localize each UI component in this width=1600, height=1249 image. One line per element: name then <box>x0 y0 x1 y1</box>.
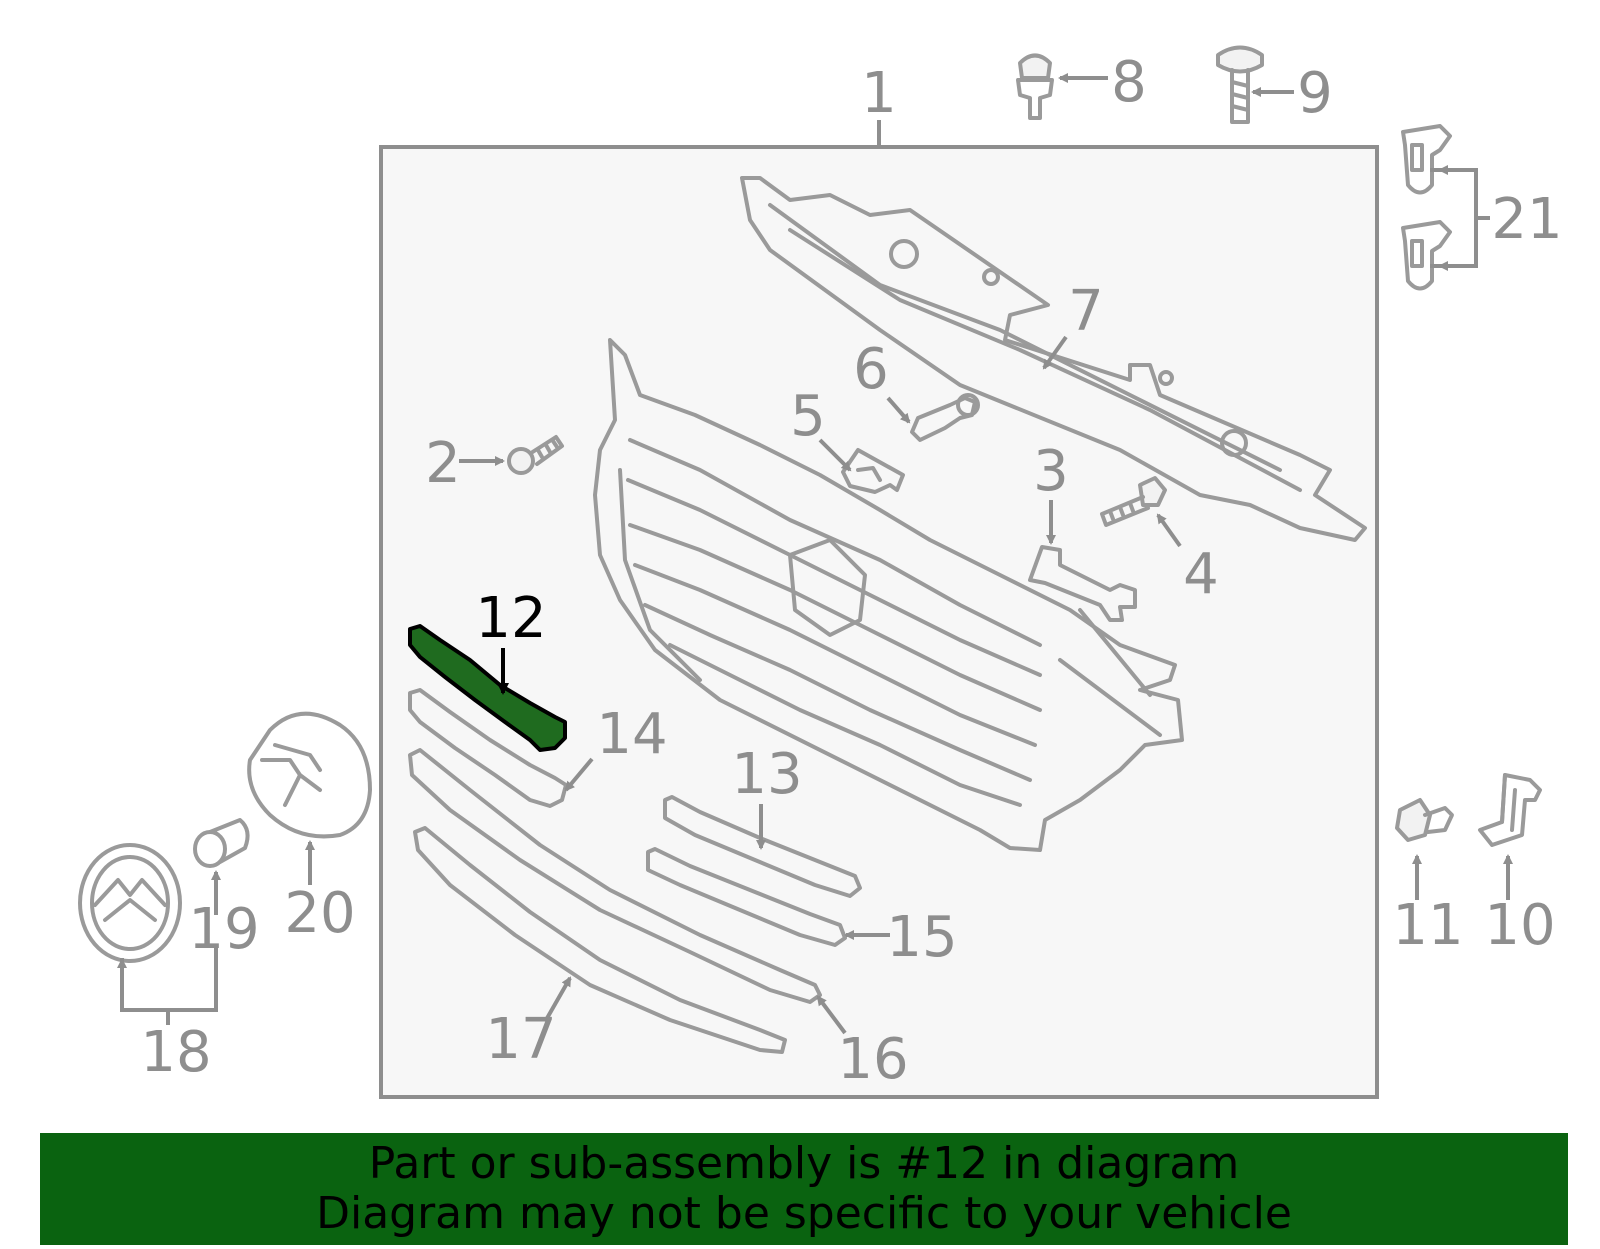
assembly-frame <box>379 145 1379 1099</box>
part-5-clip[interactable] <box>818 438 905 494</box>
label-14: 14 <box>596 702 667 767</box>
label-1: 1 <box>861 61 897 126</box>
part-info-banner: Part or sub-assembly is #12 in diagram D… <box>40 1133 1568 1245</box>
label-11: 11 <box>1392 893 1463 958</box>
part-6-push-pin[interactable] <box>886 393 980 442</box>
label-21: 21 <box>1491 187 1562 252</box>
banner-line-disclaimer: Diagram may not be specific to your vehi… <box>316 1188 1292 1239</box>
part-19-grommet[interactable] <box>193 818 250 915</box>
part-7-upper-shield[interactable] <box>740 176 1367 542</box>
label-18: 18 <box>140 1020 211 1085</box>
part-20-emblem-base[interactable] <box>247 711 372 885</box>
part-10-bracket[interactable] <box>1478 773 1542 900</box>
label-3: 3 <box>1033 439 1069 504</box>
part-16-molding[interactable] <box>408 748 847 1035</box>
label-19: 19 <box>188 897 259 962</box>
label-10: 10 <box>1484 893 1555 958</box>
part-3-bracket[interactable] <box>1028 500 1137 622</box>
part-12-shape[interactable] <box>408 624 567 752</box>
label-2: 2 <box>425 431 461 496</box>
label-4: 4 <box>1183 542 1219 607</box>
part-17-molding[interactable] <box>413 826 787 1054</box>
part-11-clip[interactable] <box>1395 798 1454 900</box>
label-9: 9 <box>1297 61 1333 126</box>
part-12-molding[interactable] <box>408 624 567 752</box>
label-13: 13 <box>731 742 802 807</box>
part-21-retainers[interactable] <box>1401 124 1490 291</box>
part-18-emblem[interactable] <box>78 843 218 1025</box>
part-14-molding[interactable] <box>408 688 594 808</box>
part-2-screw[interactable] <box>459 435 564 475</box>
part-4-bolt[interactable] <box>1100 476 1182 548</box>
label-17: 17 <box>485 1007 556 1072</box>
label-12: 12 <box>475 586 546 651</box>
label-15: 15 <box>886 905 957 970</box>
label-7: 7 <box>1068 279 1104 344</box>
label-20: 20 <box>284 881 355 946</box>
label-16: 16 <box>837 1027 908 1092</box>
part-9-bolt[interactable] <box>1216 45 1294 124</box>
part-1-grille[interactable] <box>593 338 1184 852</box>
label-5: 5 <box>790 384 826 449</box>
part-8-clip[interactable] <box>1016 53 1108 120</box>
part-15-molding[interactable] <box>646 847 890 947</box>
banner-line-part: Part or sub-assembly is #12 in diagram <box>368 1138 1240 1189</box>
label-6: 6 <box>853 337 889 402</box>
label-8: 8 <box>1111 50 1147 115</box>
part-13-molding[interactable] <box>663 795 862 898</box>
